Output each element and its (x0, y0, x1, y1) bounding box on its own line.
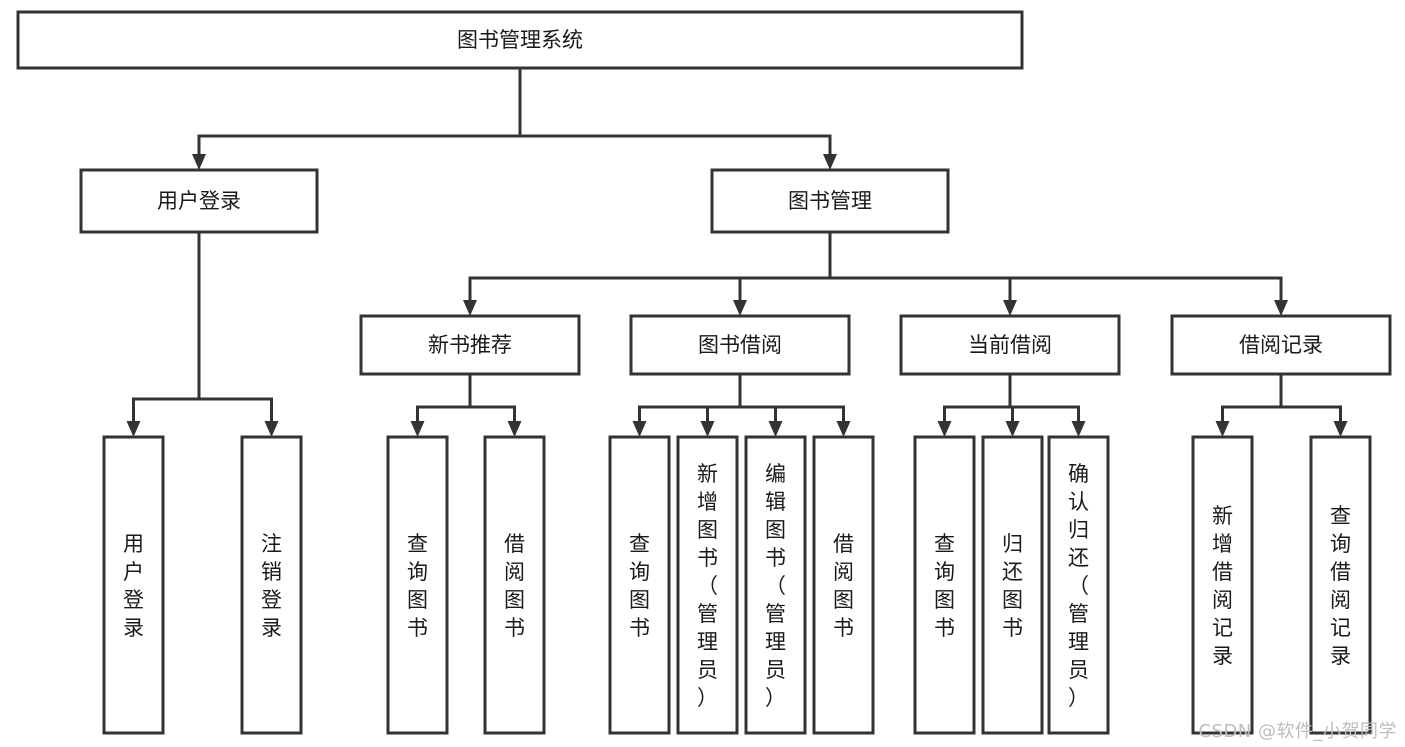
node-leaf-8-label: 查询图书 (934, 532, 955, 640)
connector-line (738, 374, 777, 421)
node-leaf-3[interactable]: 借阅图书 (483, 435, 546, 735)
node-leaf-0[interactable]: 用户登录 (102, 435, 165, 735)
node-leaf-1-label: 注销登录 (261, 532, 282, 640)
connector-line (828, 232, 1012, 300)
connector-line (738, 232, 832, 300)
connector-line (132, 232, 201, 421)
connector-line (1221, 374, 1283, 421)
node-leaf-6[interactable]: 编辑图书（管理员） (744, 435, 807, 735)
node-leaf-5-label: 新增图书（管理员） (697, 462, 718, 710)
node-leaf-7[interactable]: 借阅图书 (812, 435, 875, 735)
connector-line (706, 374, 742, 421)
node-level3-2-label: 当前借阅 (968, 333, 1052, 357)
node-leaf-8[interactable]: 查询图书 (913, 435, 976, 735)
connector-line (197, 232, 273, 421)
node-level2-0[interactable]: 用户登录 (79, 168, 319, 234)
node-leaf-9[interactable]: 归还图书 (981, 435, 1044, 735)
arrow-head-icon (264, 421, 279, 437)
arrow-head-icon (1274, 300, 1288, 316)
node-level3-2[interactable]: 当前借阅 (899, 314, 1121, 376)
node-level2-0-label: 用户登录 (157, 189, 241, 213)
arrow-head-icon (192, 154, 206, 170)
node-level3-3-label: 借阅记录 (1239, 333, 1323, 357)
node-level3-1[interactable]: 图书借阅 (629, 314, 851, 376)
arrow-head-icon (1215, 421, 1230, 437)
connector-line (197, 68, 522, 154)
connector-line (1279, 374, 1342, 421)
node-leaf-12-label: 查询借阅记录 (1330, 504, 1351, 668)
arrow-head-icon (410, 421, 425, 437)
node-leaf-0-label: 用户登录 (123, 532, 144, 640)
connector-line (468, 374, 516, 421)
arrow-head-icon (700, 421, 715, 437)
node-level3-1-label: 图书借阅 (698, 333, 782, 357)
arrow-head-icon (632, 421, 647, 437)
node-level3-0[interactable]: 新书推荐 (359, 314, 581, 376)
node-leaf-3-label: 借阅图书 (504, 532, 525, 640)
node-leaf-4[interactable]: 查询图书 (608, 435, 671, 735)
connector-line (943, 374, 1012, 421)
node-leaf-10[interactable]: 确认归还（管理员） (1047, 435, 1110, 735)
connector-line (638, 374, 742, 421)
node-level2-1[interactable]: 图书管理 (710, 168, 950, 234)
node-leaf-2-label: 查询图书 (407, 532, 428, 640)
arrow-head-icon (1005, 421, 1020, 437)
node-root[interactable]: 图书管理系统 (16, 10, 1024, 70)
node-leaf-2[interactable]: 查询图书 (386, 435, 449, 735)
node-leaf-11[interactable]: 新增借阅记录 (1191, 435, 1254, 735)
node-leaf-9-label: 归还图书 (1002, 532, 1023, 640)
node-level3-0-label: 新书推荐 (428, 333, 512, 357)
arrow-head-icon (733, 300, 747, 316)
node-leaf-11-label: 新增借阅记录 (1212, 504, 1233, 668)
node-leaf-7-label: 借阅图书 (833, 532, 854, 640)
arrow-head-icon (126, 421, 141, 437)
arrow-head-icon (1071, 421, 1086, 437)
arrow-head-icon (937, 421, 952, 437)
connector-line (518, 68, 832, 154)
arrow-head-icon (463, 300, 477, 316)
node-leaf-6-label: 编辑图书（管理员） (765, 462, 786, 710)
connector-line (468, 232, 832, 300)
arrow-head-icon (507, 421, 522, 437)
node-level3-3[interactable]: 借阅记录 (1170, 314, 1392, 376)
connector-line (1008, 374, 1080, 421)
node-leaf-10-label: 确认归还（管理员） (1068, 462, 1089, 710)
arrow-head-icon (823, 154, 837, 170)
node-leaf-5[interactable]: 新增图书（管理员） (676, 435, 739, 735)
arrow-head-icon (1003, 300, 1017, 316)
node-level2-1-label: 图书管理 (788, 189, 872, 213)
arrow-head-icon (836, 421, 851, 437)
node-leaf-4-label: 查询图书 (629, 532, 650, 640)
connector-line (738, 374, 845, 421)
connector-layer (126, 68, 1348, 437)
node-layer: 图书管理系统用户登录图书管理新书推荐图书借阅当前借阅借阅记录用户登录注销登录查询… (16, 10, 1392, 735)
connector-line (828, 232, 1283, 300)
arrow-head-icon (768, 421, 783, 437)
node-leaf-12[interactable]: 查询借阅记录 (1309, 435, 1372, 735)
node-leaf-1[interactable]: 注销登录 (240, 435, 303, 735)
connector-line (416, 374, 472, 421)
node-root-label: 图书管理系统 (457, 28, 583, 52)
arrow-head-icon (1333, 421, 1348, 437)
